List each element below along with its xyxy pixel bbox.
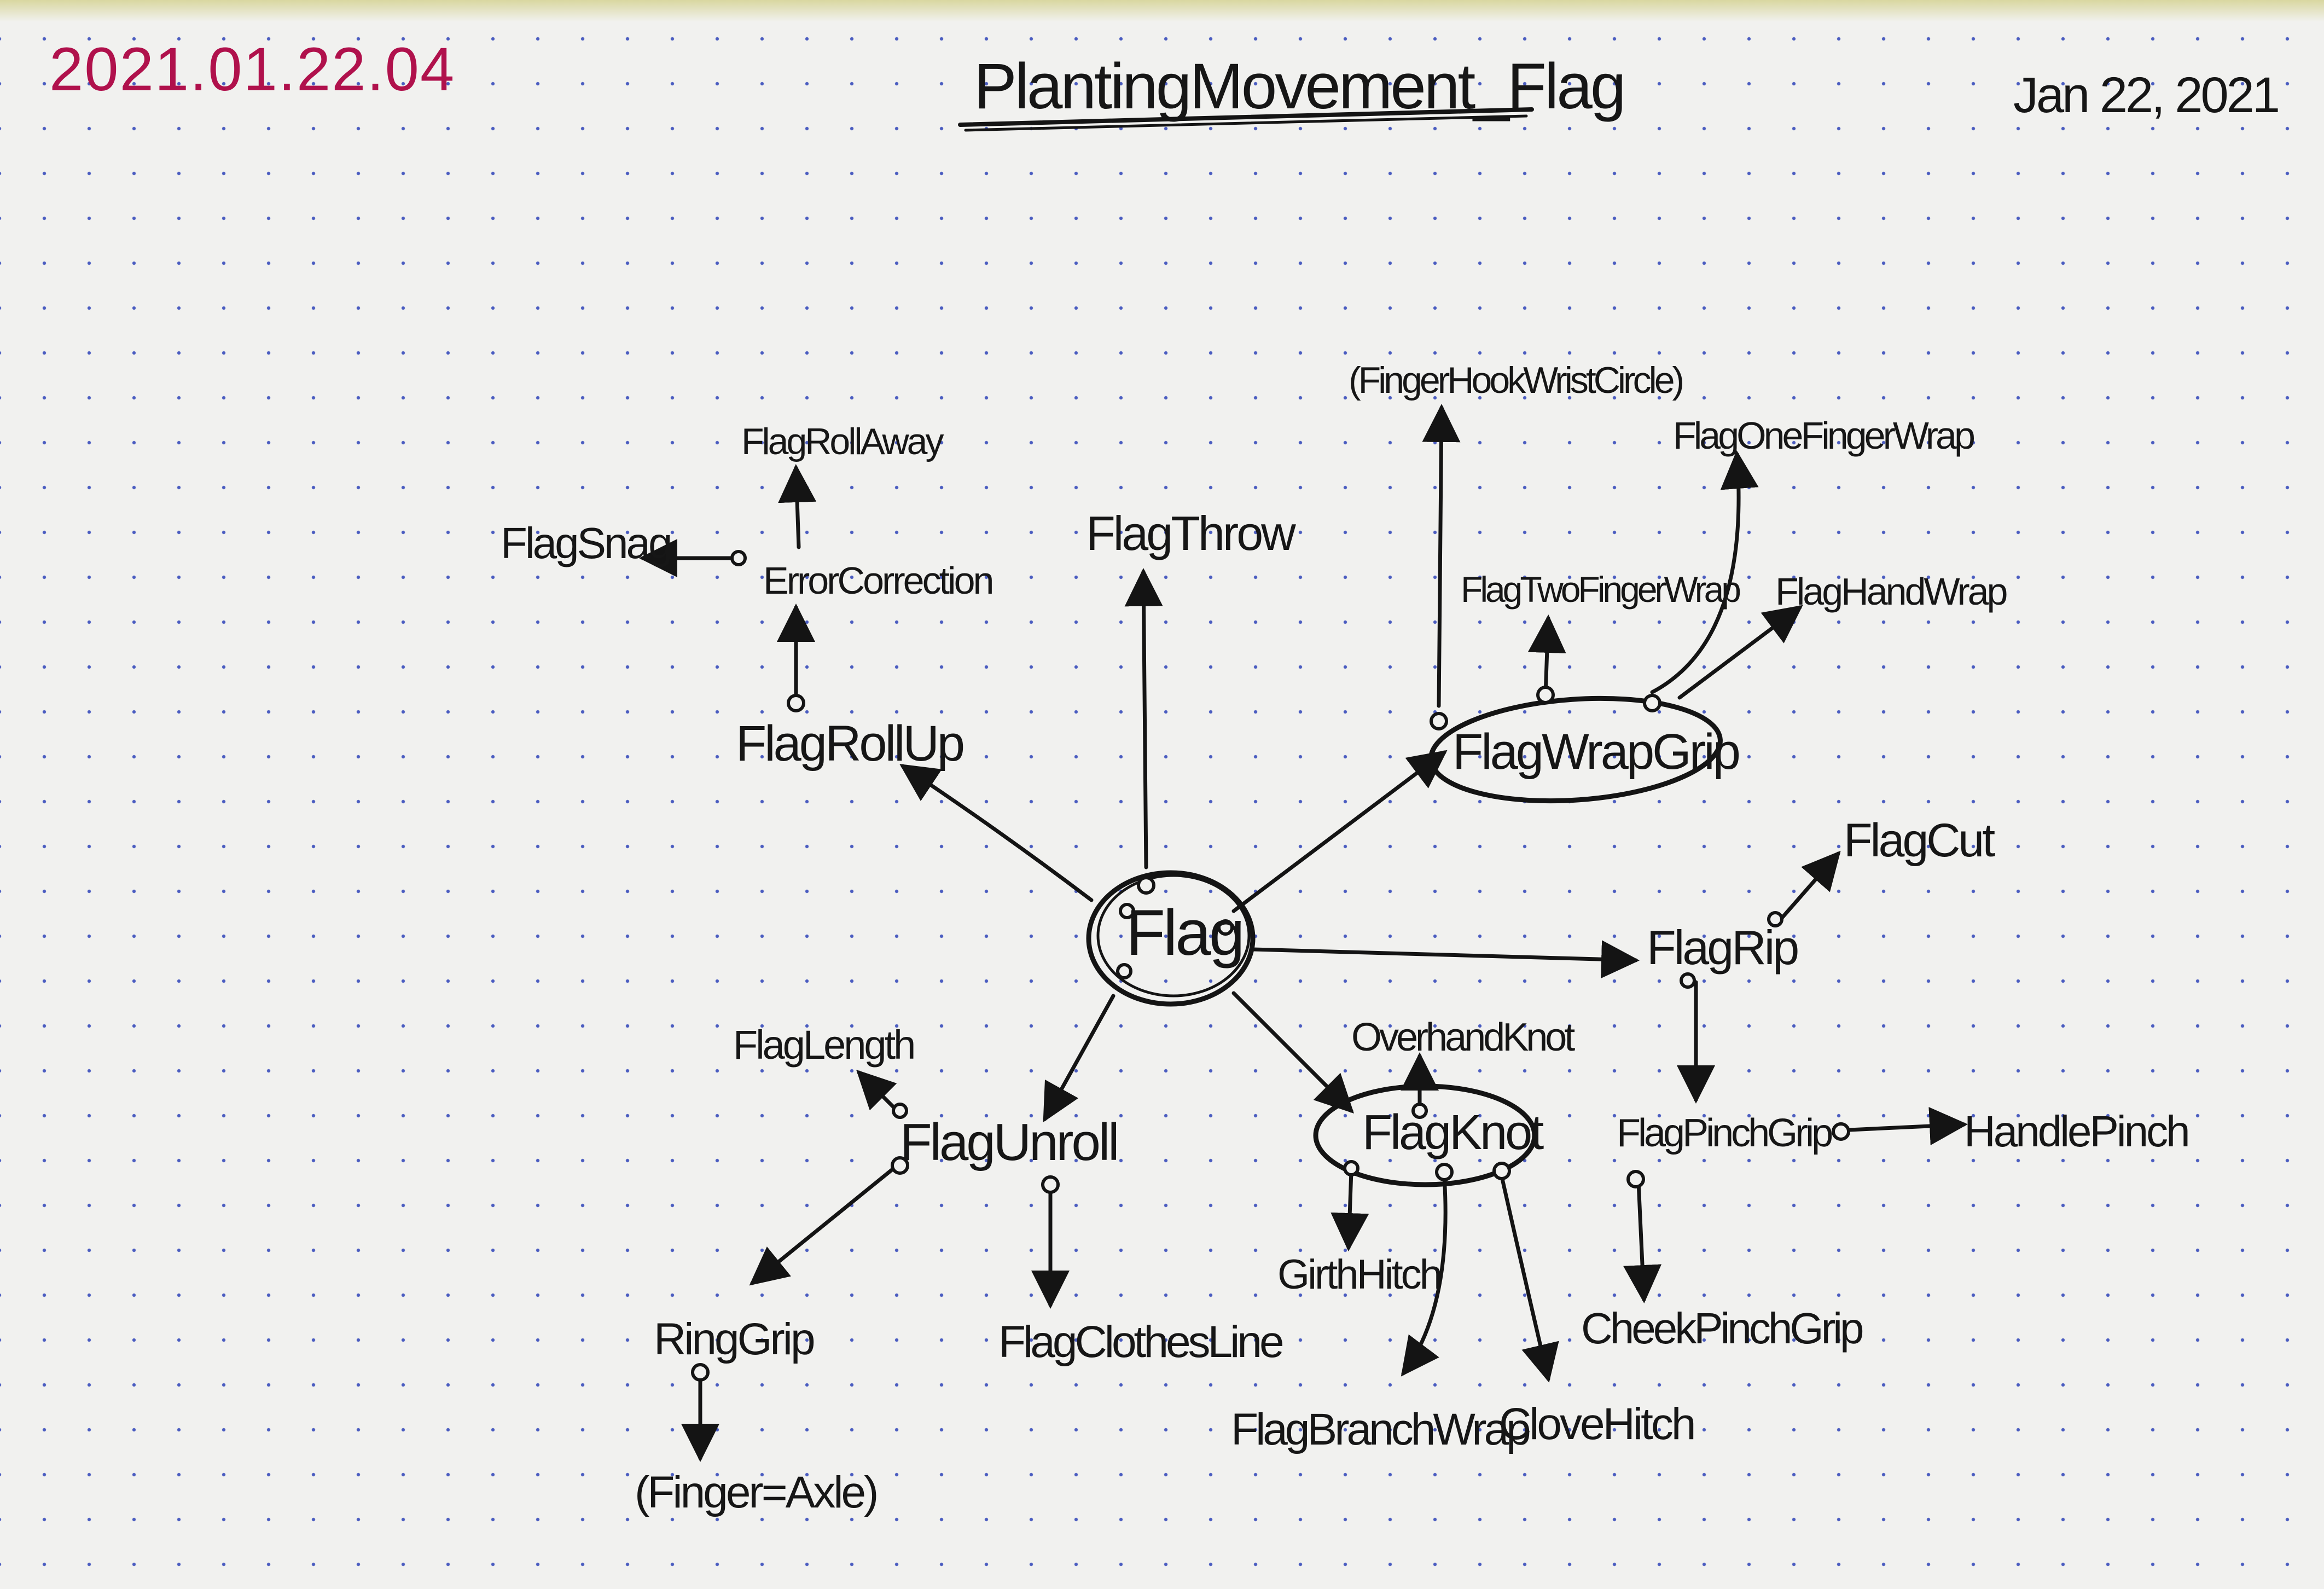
edge-flag-wrapgrip xyxy=(1231,750,1448,913)
node-overhand-knot: OverhandKnot xyxy=(1351,1016,1575,1059)
node-flag-roll-away: FlagRollAway xyxy=(741,421,944,462)
connector-knobs xyxy=(691,550,1850,1382)
edge-unroll-ringgrip xyxy=(749,1163,899,1286)
node-flag-length: FlagLength xyxy=(733,1022,914,1068)
node-error-correction: ErrorCorrection xyxy=(763,559,992,602)
edge-errorcorrection-rollaway xyxy=(778,464,817,549)
flag-node-outline-2 xyxy=(1096,874,1251,998)
node-flag-pinch-grip: FlagPinchGrip xyxy=(1617,1111,1832,1155)
edge-wrapgrip-handwrap xyxy=(1677,605,1803,700)
flag-knot-outline xyxy=(1313,1083,1537,1187)
node-flag-branch-wrap: FlagBranchWrap xyxy=(1231,1405,1530,1454)
flag-wrap-grip-outline xyxy=(1428,695,1723,804)
node-flag-throw: FlagThrow xyxy=(1086,506,1296,560)
node-handle-pinch: HandlePinch xyxy=(1964,1107,2188,1156)
node-clove-hitch: CloveHitch xyxy=(1499,1399,1694,1449)
node-flag-wrap-grip: FlagWrapGrip xyxy=(1453,724,1739,780)
node-ring-grip: RingGrip xyxy=(654,1314,814,1364)
page-date: Jan 22, 2021 xyxy=(2013,67,2278,123)
flag-node-outline xyxy=(1086,870,1256,1007)
node-flag-knot: FlagKnot xyxy=(1362,1105,1544,1160)
edge-rip-cut xyxy=(1779,850,1841,921)
edge-flag-knot xyxy=(1231,991,1354,1114)
edge-flag-rollup xyxy=(899,764,1094,902)
node-flag: Flag xyxy=(1126,897,1243,969)
node-finger-axle: (Finger=Axle) xyxy=(635,1468,876,1517)
node-flag-rip: FlagRip xyxy=(1647,920,1798,975)
edge-pinchgrip-cheekpinch xyxy=(1623,1180,1662,1303)
edge-unroll-length xyxy=(856,1070,899,1113)
edge-knot-girth xyxy=(1331,1169,1369,1251)
node-finger-hook-wrist-circle: (FingerHookWristCircle) xyxy=(1349,359,1683,401)
node-flag-unroll: FlagUnroll xyxy=(900,1113,1117,1172)
page-id-code: 2021.01.22.04 xyxy=(49,35,455,103)
node-flag-one-finger-wrap: FlagOneFingerWrap xyxy=(1673,414,1974,457)
node-girth-hitch: GirthHitch xyxy=(1277,1251,1440,1298)
title-underline xyxy=(958,107,1534,127)
title-underline-2 xyxy=(964,114,1528,132)
edge-pinchgrip-handlepinch xyxy=(1847,1107,1968,1145)
edge-wrapgrip-onefinger xyxy=(1650,450,1759,694)
edge-knot-branchwrap xyxy=(1401,1174,1448,1377)
node-flag-clothes-line: FlagClothesLine xyxy=(998,1317,1282,1367)
edge-wrapgrip-fingerhook xyxy=(1422,404,1461,708)
edge-flag-rip xyxy=(1251,940,1640,979)
edge-flag-unroll xyxy=(1043,994,1115,1123)
edge-knot-clove xyxy=(1500,1174,1559,1383)
node-flag-two-finger-wrap: FlagTwoFingerWrap xyxy=(1461,569,1740,610)
connector-lines xyxy=(639,404,1968,1462)
node-cheek-pinch-grip: CheekPinchGrip xyxy=(1581,1304,1863,1353)
node-flag-roll-up: FlagRollUp xyxy=(736,716,963,772)
node-flag-hand-wrap: FlagHandWrap xyxy=(1775,570,2007,613)
edge-flag-throw xyxy=(1124,568,1163,869)
node-flag-cut: FlagCut xyxy=(1844,814,1995,867)
node-flag-snag: FlagSnag xyxy=(501,519,670,567)
edge-wrapgrip-twofinger xyxy=(1527,614,1566,697)
